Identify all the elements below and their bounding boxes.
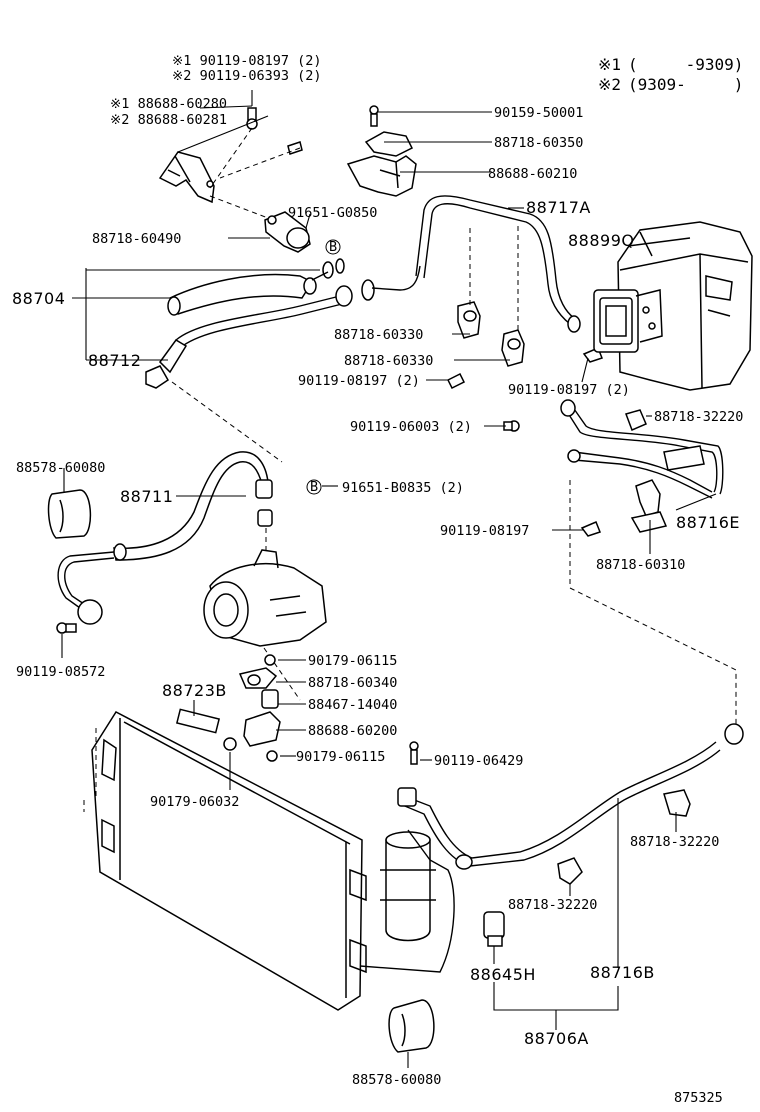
label-88718-60330-a: 88718-60330: [334, 327, 423, 343]
clamp-88718-32220-a: [625, 409, 647, 431]
label-91651-B0835: 91651-B0835 (2): [342, 480, 464, 496]
legend-notes: ※1 ( -9309) ※2 (9309- ): [598, 55, 743, 94]
pressure-switch-88645H: [483, 911, 505, 947]
svg-text:B: B: [329, 239, 337, 255]
note-2-range: (9309- ): [628, 75, 743, 94]
label-88716E: 88716E: [676, 513, 740, 532]
bolt-90119-08572: [56, 622, 77, 634]
clamp-88718-60310: [630, 479, 668, 533]
nut-90179-06115-b: [266, 750, 278, 762]
label-88717A: 88717A: [526, 198, 591, 217]
label-88718-32220-c: 88718-32220: [508, 897, 597, 913]
label-88688-60280: ※1 88688-60280: [110, 96, 227, 112]
label-88467-14040: 88467-14040: [308, 697, 397, 713]
label-90119-08572: 90119-08572: [16, 664, 105, 680]
label-90119-08197-b: 90119-08197 (2): [298, 373, 420, 389]
note-1-mark: ※1: [598, 55, 621, 74]
compressor: [203, 549, 327, 647]
clamp-88718-60340: [238, 667, 278, 689]
pipe-88716E: [560, 399, 724, 499]
clamp-88718-60330-a: [457, 301, 481, 339]
hose-88711: [57, 451, 273, 625]
clamp-88718-60350: [364, 131, 414, 157]
label-88704: 88704: [12, 289, 65, 308]
label-88645H: 88645H: [470, 965, 536, 984]
bolt-90119-08197-b: [446, 372, 466, 390]
pipe-88717A: [415, 195, 581, 333]
bolt-90119-06429: [409, 741, 419, 765]
bolt-90119-08197: [246, 107, 258, 130]
clamp-88718-32220-b: [663, 789, 691, 817]
bracket-88688-60210: [346, 155, 417, 197]
label-90119-08197-c: 90119-08197 (2): [508, 382, 630, 398]
bolt-90159-50001: [369, 105, 379, 127]
label-88718-60330-b: 88718-60330: [344, 353, 433, 369]
label-88688-60210: 88688-60210: [488, 166, 577, 182]
evaporator-88899Q: [593, 221, 753, 391]
label-88718-60310: 88718-60310: [596, 557, 685, 573]
label-88718-32220-b: 88718-32220: [630, 834, 719, 850]
pipe-88712: [145, 265, 421, 389]
clamp-88718-60490: [264, 211, 311, 253]
pipe-88716B: [397, 723, 744, 870]
label-90119-08197-n1: ※1 90119-08197 (2): [172, 53, 321, 69]
leader-lines: [61, 90, 717, 1068]
cushion-88578-60080-b: [388, 999, 435, 1053]
label-88688-60281: ※2 88688-60281: [110, 112, 227, 128]
label-90179-06032: 90179-06032: [150, 794, 239, 810]
label-90119-08197-d: 90119-08197: [440, 523, 529, 539]
b-marker-lower: B: [306, 479, 322, 495]
nut-90179-06032: [223, 737, 237, 751]
label-88718-60340: 88718-60340: [308, 675, 397, 691]
b-marker-upper: B: [325, 239, 341, 255]
condenser: [91, 708, 367, 1011]
label-90179-06115-a: 90179-06115: [308, 653, 397, 669]
bracket-88688-60200: [243, 711, 281, 747]
svg-text:B: B: [310, 479, 318, 495]
part-labels: ※1 90119-08197 (2) ※2 90119-06393 (2) ※1…: [12, 53, 743, 1106]
clamp-88718-60330-b: [501, 329, 525, 367]
note-1-range: ( -9309): [628, 55, 743, 74]
hose-88704: [167, 271, 329, 316]
label-88712: 88712: [88, 351, 141, 370]
receiver-dryer: [380, 831, 436, 942]
figure-number: 875325: [674, 1090, 723, 1106]
label-88718-32220-a: 88718-32220: [654, 409, 743, 425]
label-88723B: 88723B: [162, 681, 227, 700]
nut-90179-06115-a: [264, 654, 276, 666]
cushion-88578-60080-a: [47, 489, 92, 539]
label-90119-06003: 90119-06003 (2): [350, 419, 472, 435]
cushion-88467-14040: [261, 689, 279, 709]
label-88718-60490: 88718-60490: [92, 231, 181, 247]
label-88716B: 88716B: [590, 963, 655, 982]
label-88688-60200: 88688-60200: [308, 723, 397, 739]
label-91651-G0850: 91651-G0850: [288, 205, 377, 221]
label-90159-50001: 90159-50001: [494, 105, 583, 121]
label-90119-06429: 90119-06429: [434, 753, 523, 769]
clamp-88718-32220-c: [557, 857, 583, 885]
label-88706A: 88706A: [524, 1029, 589, 1048]
label-90119-06393: ※2 90119-06393 (2): [172, 68, 321, 84]
bolt-90119-08197-d: [580, 521, 601, 537]
oring-91651-G0850: [322, 258, 345, 279]
label-90179-06115-b: 90179-06115: [296, 749, 385, 765]
bracket-88688-60280: [158, 151, 215, 204]
label-88718-60350: 88718-60350: [494, 135, 583, 151]
label-88899Q: 88899Q: [568, 231, 635, 250]
note-2-mark: ※2: [598, 75, 621, 94]
label-88578-60080-b: 88578-60080: [352, 1072, 441, 1088]
bolt-90119-06003: [503, 420, 520, 432]
label-88578-60080-a: 88578-60080: [16, 460, 105, 476]
label-88711: 88711: [120, 487, 173, 506]
